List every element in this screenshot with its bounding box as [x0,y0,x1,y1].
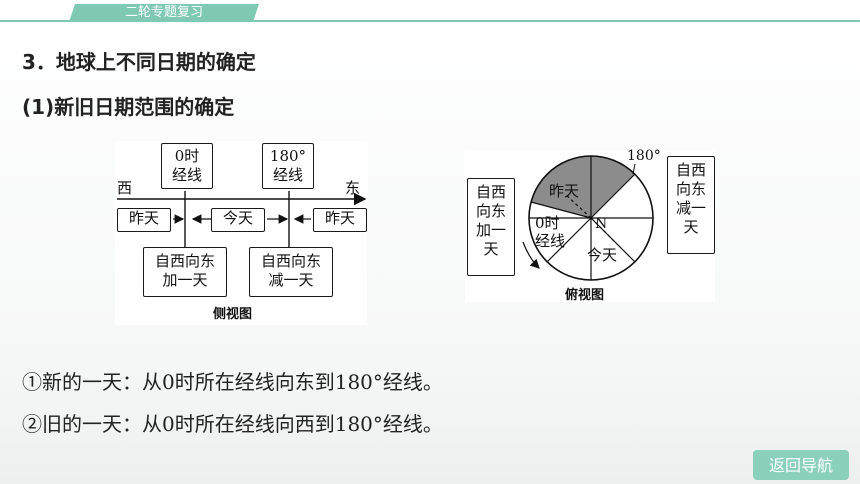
top-sub-day-line4: 天 [683,218,699,236]
top-sub-day-box: 自西 向东 减一 天 [667,156,715,254]
label-180: 180° [627,148,661,164]
meridian-0-line1: 0时 [174,147,200,165]
sub-day-line1: 自西向东 [260,252,321,270]
old-day-statement: ②旧的一天：从0时所在经线向西到180°经线。 [22,412,443,436]
meridian-0-line2: 经线 [171,166,202,184]
new-day-statement: ①新的一天：从0时所在经线向东到180°经线。 [22,370,443,394]
sub-day-line2: 减一天 [268,271,314,289]
north-label: N [595,216,608,232]
section-heading: 3．地球上不同日期的确定 [22,50,256,74]
top-view-caption: 俯视图 [565,288,605,303]
top-add-day-line1: 自西 [475,183,506,201]
side-view-caption: 侧视图 [213,307,253,322]
back-to-nav-button[interactable]: 返回导航 [753,450,849,480]
yesterday-left-box: 昨天 [117,208,171,232]
side-view-lines [117,191,367,247]
top-add-day-line3: 加一 [475,221,506,239]
west-label: 西 [117,179,133,197]
section-tab: 二轮专题复习 [69,4,259,22]
yesterday-sector-a [591,155,635,218]
sub-day-box: 自西向东 减一天 [249,247,333,297]
top-add-day-line4: 天 [483,240,499,258]
top-add-day-box: 自西 向东 加一 天 [467,178,515,276]
meridian-180-box: 180° 经线 [262,143,314,189]
top-sub-day-line2: 向东 [675,180,706,198]
meridian-180-line2: 经线 [272,166,303,184]
meridian-180-line1: 180° [269,147,307,165]
meridian-0-label-line2: 经线 [535,232,566,250]
today-box: 今天 [211,208,265,232]
add-day-box: 自西向东 加一天 [143,247,227,297]
today-label: 今天 [587,246,618,264]
top-sub-day-line3: 减一 [675,199,706,217]
yesterday-sector-b [531,155,591,218]
add-day-line2: 加一天 [162,271,208,289]
yesterday-right-box: 昨天 [313,208,367,232]
top-view-diagram: 自西 向东 加一 天 自西 向东 减一 天 180° 昨天 0时 经线 N 今天… [465,148,715,303]
header-rule [0,20,860,22]
add-day-line1: 自西向东 [154,252,215,270]
subsection-heading: (1)新旧日期范围的确定 [22,95,235,119]
top-view-globe [522,155,654,281]
east-label: 东 [345,179,361,197]
top-add-day-line2: 向东 [475,202,506,220]
side-view-diagram: 西 东 0时 经线 180° 经线 昨天 今天 昨天 自西向东 加一天 自西向东… [115,141,367,325]
meridian-0-label: 0时 经线 [535,214,565,250]
yesterday-label: 昨天 [549,182,580,200]
meridian-0-label-line1: 0时 [535,214,560,232]
top-sub-day-line1: 自西 [675,161,706,179]
section-tab-label: 二轮专题复习 [124,5,203,20]
meridian-0-box: 0时 经线 [161,143,213,189]
